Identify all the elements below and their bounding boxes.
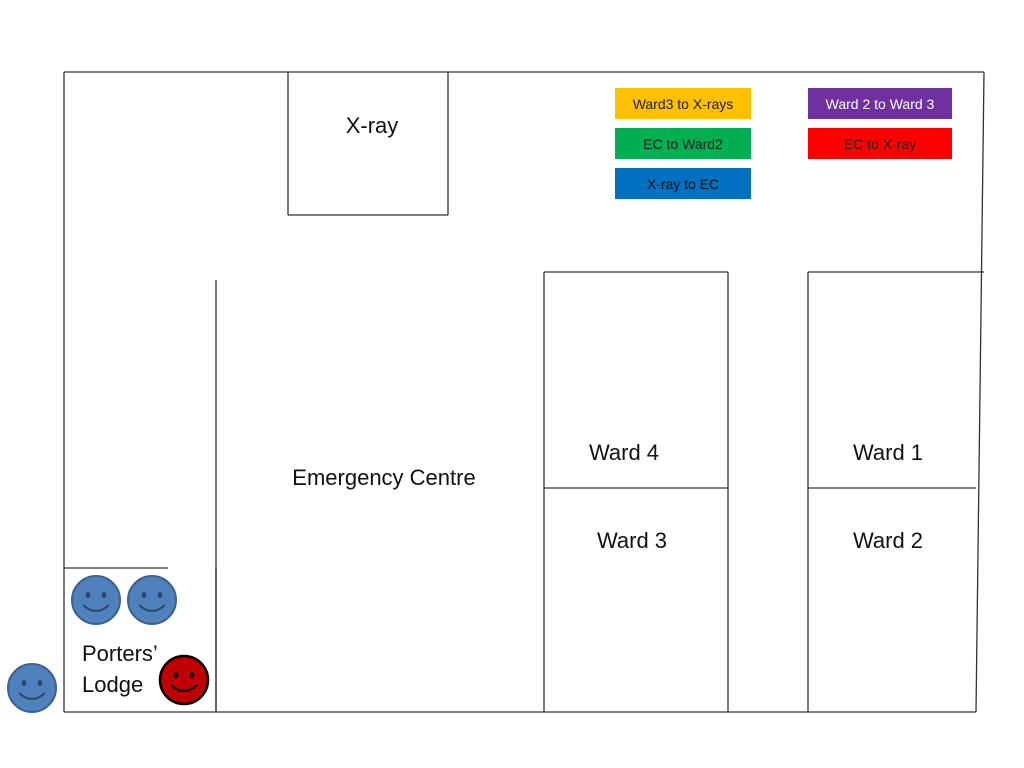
ward3-label: Ward 3 (597, 528, 667, 553)
route-legend: Ward3 to X-rays EC to Ward2 X-ray to EC … (615, 88, 952, 199)
ward2-label: Ward 2 (853, 528, 923, 553)
legend-item-ward3-to-xrays: Ward3 to X-rays (615, 88, 751, 119)
xray-room: X-ray (287, 72, 449, 216)
emergency-centre-label: Emergency Centre (292, 465, 475, 490)
legend-label: X-ray to EC (647, 176, 719, 192)
smiley-face-icon (71, 575, 121, 625)
legend-label: Ward 2 to Ward 3 (826, 96, 935, 112)
emergency-centre-area: Emergency Centre (215, 280, 476, 712)
ward1-label: Ward 1 (853, 440, 923, 465)
porters-lodge-label-line1: Porters’ (82, 641, 158, 666)
ward-1-2-block: Ward 1 Ward 2 (807, 271, 984, 712)
legend-label: EC to Ward2 (643, 136, 723, 152)
smiley-face-icon (127, 575, 177, 625)
legend-item-ec-to-ward2: EC to Ward2 (615, 128, 751, 159)
legend-label: EC to X-ray (844, 136, 916, 152)
xray-label: X-ray (346, 113, 399, 138)
outer-walls (63, 71, 985, 713)
legend-item-ward2-to-ward3: Ward 2 to Ward 3 (808, 88, 952, 119)
smiley-face-icon (158, 654, 210, 706)
legend-item-ec-to-xray: EC to X-ray (808, 128, 952, 159)
ward4-label: Ward 4 (589, 440, 659, 465)
ward-3-4-block: Ward 4 Ward 3 (543, 271, 729, 712)
porter-markers (7, 575, 210, 713)
legend-item-xray-to-ec: X-ray to EC (615, 168, 751, 199)
smiley-face-icon (7, 663, 57, 713)
porters-lodge: Porters’ Lodge (64, 567, 217, 712)
porters-lodge-label-line2: Lodge (82, 672, 143, 697)
legend-label: Ward3 to X-rays (633, 96, 734, 112)
